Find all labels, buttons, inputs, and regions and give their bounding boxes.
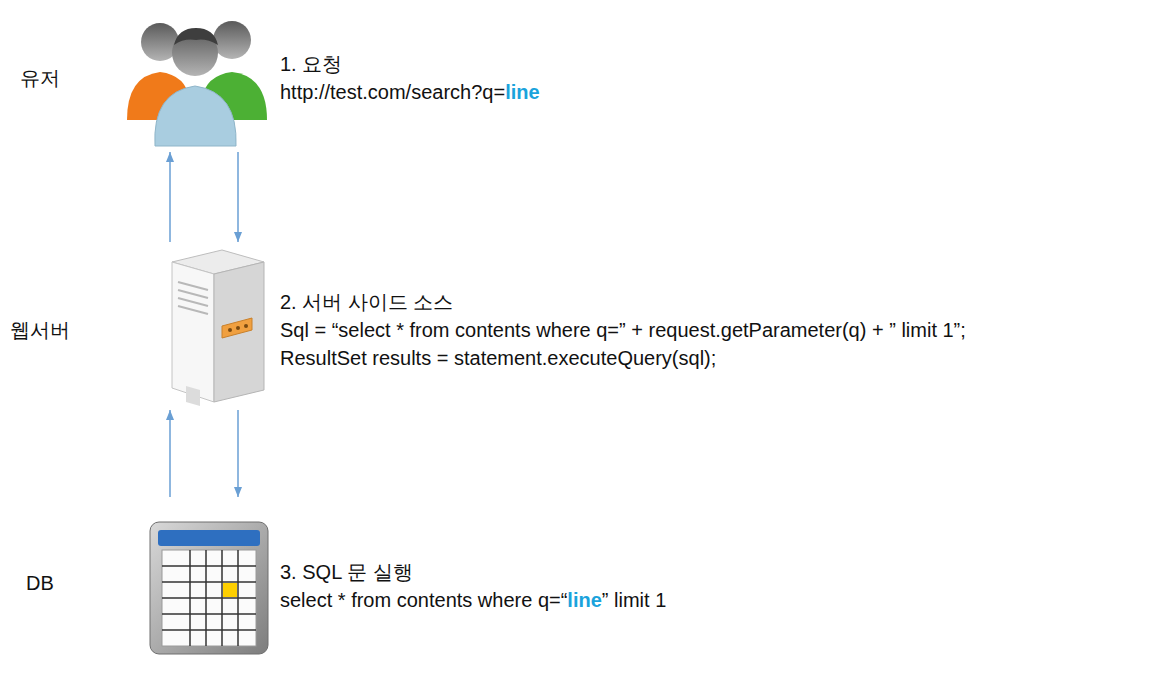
text-line: select * from contents where q=“line” li… bbox=[280, 586, 666, 614]
step-heading: 2. 서버 사이드 소스 bbox=[280, 291, 453, 313]
code-text: ResultSet results = statement.executeQue… bbox=[280, 347, 716, 369]
tier-label: 유저 bbox=[20, 65, 60, 91]
database-icon bbox=[150, 522, 268, 654]
tier-label: 웹서버 bbox=[10, 317, 70, 343]
highlighted-value: line bbox=[567, 589, 601, 611]
code-text: ” limit 1 bbox=[602, 589, 666, 611]
code-text: http://test.com/search?q= bbox=[280, 81, 505, 103]
highlighted-value: line bbox=[505, 81, 539, 103]
flow-arrow bbox=[169, 152, 171, 242]
flow-arrow bbox=[237, 410, 239, 497]
text-line: 1. 요청 bbox=[280, 50, 540, 78]
code-text: Sql = “select * from contents where q=” … bbox=[280, 319, 966, 341]
flow-arrow bbox=[237, 152, 239, 242]
text-line: 3. SQL 문 실행 bbox=[280, 558, 666, 586]
code-text: select * from contents where q=“ bbox=[280, 589, 567, 611]
flow-arrow bbox=[169, 410, 171, 497]
users-icon bbox=[127, 21, 267, 146]
step-heading: 3. SQL 문 실행 bbox=[280, 561, 413, 583]
text-line: http://test.com/search?q=line bbox=[280, 78, 540, 106]
step-heading: 1. 요청 bbox=[280, 53, 342, 75]
text-line: 2. 서버 사이드 소스 bbox=[280, 288, 966, 316]
tier-node: 3. SQL 문 실행 select * from contents where … bbox=[120, 497, 666, 657]
text-line: ResultSet results = statement.executeQue… bbox=[280, 344, 966, 372]
server-icon bbox=[172, 250, 264, 406]
tier-label: DB bbox=[26, 570, 54, 596]
text-line: Sql = “select * from contents where q=” … bbox=[280, 316, 966, 344]
tier-node: 1. 요청 http://test.com/search?q=line bbox=[120, 12, 540, 152]
tier-node: 2. 서버 사이드 소스 Sql = “select * from content… bbox=[120, 242, 966, 410]
